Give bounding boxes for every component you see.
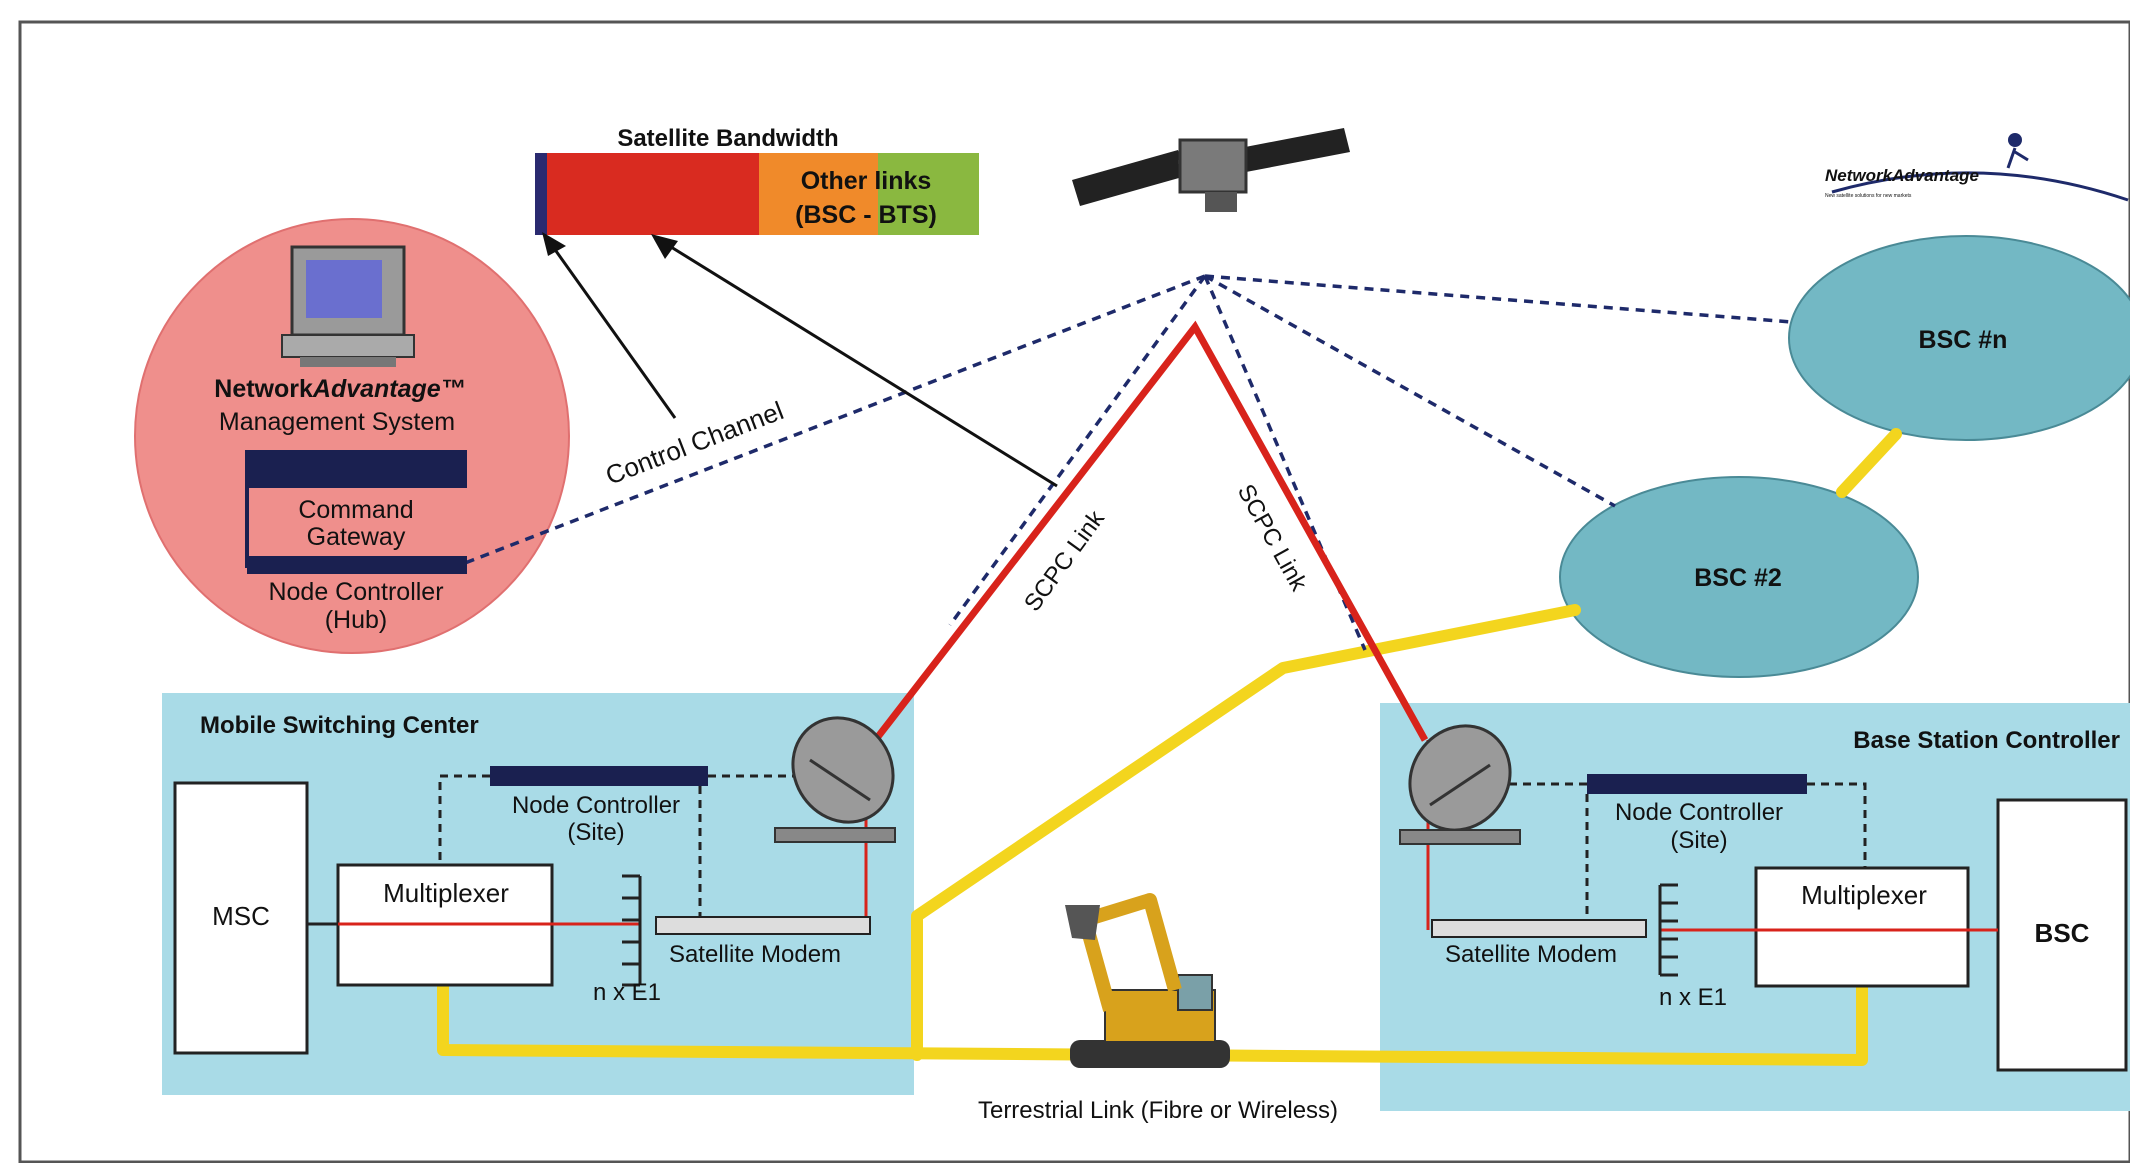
arrowhead-control	[542, 232, 566, 256]
bsc-e1-label: n x E1	[1659, 984, 1727, 1011]
bsc-node-controller-bar	[1587, 774, 1807, 794]
bsc-multiplexer-label: Multiplexer	[1801, 880, 1927, 910]
logo-tagline: New satellite solutions for new markets	[1825, 193, 1912, 199]
management-circle	[134, 218, 570, 654]
bsc-node-line1: Node Controller	[1615, 799, 1783, 826]
bandwidth-scpc-segment	[547, 153, 759, 235]
bsc-2-cloud	[1559, 476, 1919, 678]
bsc-box-label: BSC	[2035, 918, 2090, 948]
arrowhead-scpc	[651, 234, 678, 259]
bsc-multiplexer-box	[1754, 866, 1970, 988]
hub-node-controller-bar	[247, 556, 467, 574]
msc-box-label: MSC	[212, 901, 270, 931]
logo-name: NetworkAdvantage	[1825, 166, 1979, 185]
bandwidth-green-segment	[878, 153, 979, 235]
msc-node-line1: Node Controller	[512, 792, 680, 819]
msc-node-controller-bar	[490, 766, 708, 786]
hub-line2: (Hub)	[325, 606, 388, 634]
bsc-e1-connector	[1658, 883, 1678, 977]
msc-satellite-dish-icon	[774, 716, 896, 843]
command-gateway-bar	[247, 450, 467, 488]
bandwidth-other-line1: Other links	[801, 167, 932, 195]
bsc-2-label: BSC #2	[1694, 564, 1782, 592]
bsc-panel-title: Base Station Controller	[1853, 727, 2120, 754]
bsc-n-cloud	[1788, 235, 2130, 441]
hub-line1: Node Controller	[268, 578, 443, 606]
msc-e1-connector	[622, 874, 642, 987]
gateway-line2: Gateway	[307, 523, 406, 551]
msc-modem-label: Satellite Modem	[669, 941, 841, 968]
msc-panel-title: Mobile Switching Center	[200, 712, 479, 739]
network-advantage-logo: NetworkAdvantage New satellite solutions…	[1825, 133, 2129, 202]
mgmt-title-line1: NetworkAdvantage™	[214, 375, 465, 403]
gateway-line1: Command	[298, 496, 413, 524]
bsc-n-label: BSC #n	[1919, 326, 2008, 354]
bandwidth-control-segment	[535, 153, 547, 235]
bandwidth-other-line2: (BSC - BTS)	[795, 201, 937, 229]
bandwidth-orange-segment	[759, 153, 878, 235]
computer-icon	[281, 245, 415, 367]
terrestrial-link-label: Terrestrial Link (Fibre or Wireless)	[978, 1097, 1338, 1124]
msc-node-line2: (Site)	[567, 819, 624, 846]
bsc-satellite-modem	[1431, 919, 1647, 938]
terrestrial-link-bsc2-bscn	[1836, 428, 1902, 498]
bandwidth-title: Satellite Bandwidth	[617, 125, 838, 152]
satellite-icon	[1072, 128, 1350, 212]
excavator-icon	[1065, 893, 1230, 1068]
msc-box	[173, 781, 309, 1055]
mgmt-title-line2: Management System	[219, 408, 455, 436]
terrestrial-link-to-bsc2	[911, 604, 1581, 1061]
msc-satellite-modem	[655, 916, 871, 935]
msc-e1-label: n x E1	[593, 979, 661, 1006]
bsc-modem-label: Satellite Modem	[1445, 941, 1617, 968]
bsc-node-line2: (Site)	[1670, 827, 1727, 854]
bandwidth-arrows	[549, 240, 1058, 488]
msc-multiplexer-label: Multiplexer	[383, 878, 509, 908]
bsc-box	[1996, 798, 2128, 1072]
bsc-satellite-dish-icon	[1399, 724, 1521, 845]
scpc-links	[874, 320, 1429, 742]
